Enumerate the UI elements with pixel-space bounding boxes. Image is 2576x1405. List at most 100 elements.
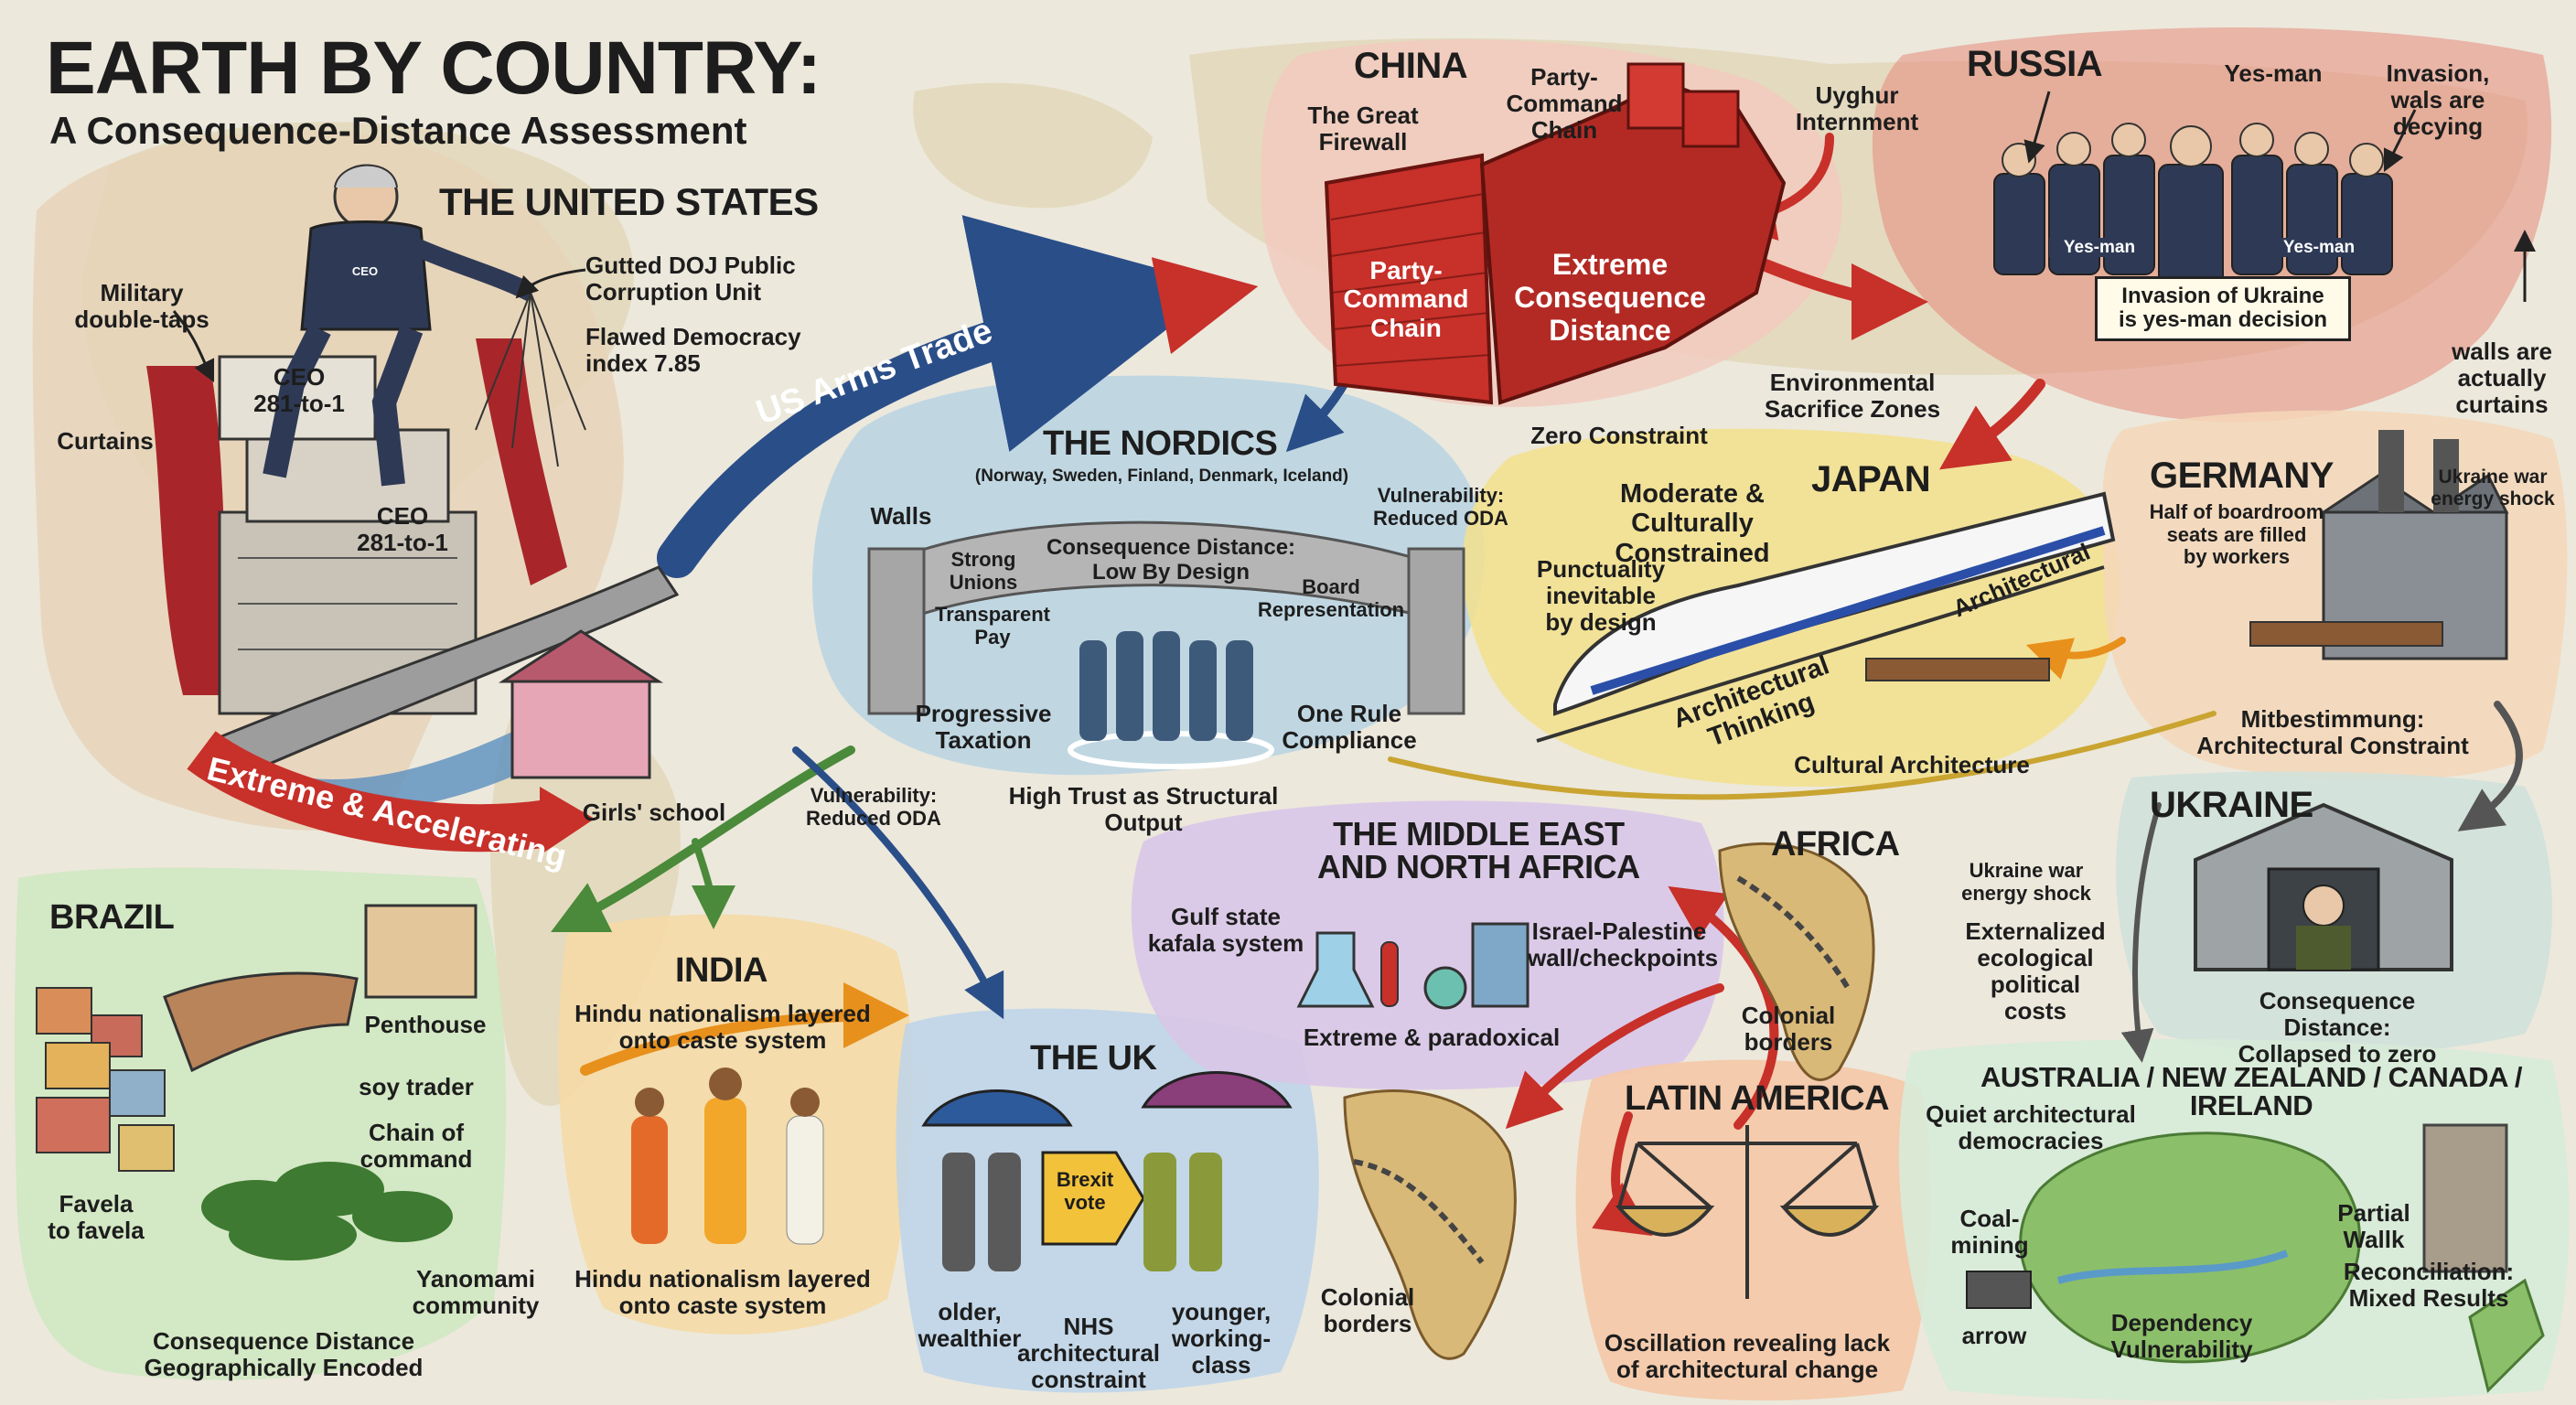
germany-label-mitbestimmung: Mitbestimmung: Architectural Constraint — [2196, 705, 2469, 760]
nordics-heading: THE NORDICS — [1043, 424, 1278, 463]
latam-scale — [1615, 1125, 1880, 1299]
ceo-badge: CEO — [351, 264, 379, 278]
nordics-label-vulnerability-1: Vulnerability: Reduced ODA — [1373, 484, 1508, 530]
mena-label-israel: Israel-Palestine wall/checkpoints — [1528, 917, 1719, 972]
russia-invasion-box: Invasion of Ukraine is yes-man decision — [2095, 276, 2351, 341]
japan-train — [1536, 491, 2116, 743]
brazil-illustration — [36, 904, 478, 1260]
page-subtitle: A Consequence-Distance Assessment — [49, 109, 747, 152]
africa-label-energy: Ukraine war energy shock — [1961, 859, 2091, 905]
ceo-legs — [263, 324, 424, 487]
africa-label-colonial-2: Colonial borders — [1320, 1283, 1415, 1338]
gray-arrow-germany-ukraine — [2457, 701, 2523, 831]
africa-shape-east — [1718, 842, 1875, 1081]
russia-heading: RUSSIA — [1967, 44, 2103, 84]
germany-factory — [2249, 430, 2509, 660]
uk-heading: THE UK — [1030, 1039, 1157, 1078]
extreme-accelerating-ribbon — [187, 730, 553, 853]
africa-label-externalized: Externalized ecological political costs — [1965, 917, 2106, 1025]
ceo-hair — [334, 164, 398, 188]
page-title: EARTH BY COUNTRY: — [46, 27, 821, 110]
china-label-uyghur: Uyghur Internment — [1795, 81, 1919, 136]
russia-label-invasion: Invasion, wals are decying — [2386, 59, 2490, 141]
africa-label-colonial-1: Colonial borders — [1741, 1002, 1836, 1056]
mena-label-kafala: Gulf state kafala system — [1147, 903, 1304, 958]
anzc-label-reconciliation: Reconciliation: Mixed Results — [2343, 1258, 2515, 1313]
japan-label-cultural: Cultural Architecture — [1794, 751, 2030, 778]
brexit-sign — [1041, 1151, 1145, 1246]
china-wall-text: Party- Command Chain — [1343, 256, 1469, 342]
anzc-label-wallk: Partial Wallk — [2337, 1199, 2410, 1254]
us-label-doj: Gutted DOJ Public Corruption Unit — [585, 252, 796, 306]
orange-line-nordics-germany — [1388, 711, 2216, 800]
ukraine-heading: UKRAINE — [2150, 785, 2313, 825]
us-tower-mid-label: CEO 281-to-1 — [357, 502, 448, 557]
brazil-label-yanomami: Yanomami community — [412, 1265, 540, 1320]
anzc-label-arrow: arrow — [1961, 1322, 2027, 1349]
china-illustration — [1324, 62, 1787, 405]
us-tower-top-label: CEO 281-to-1 — [253, 363, 345, 418]
green-arrow-nordics-brazil — [551, 745, 855, 932]
handshake — [163, 971, 359, 1073]
mena-heading: THE MIDDLE EAST AND NORTH AFRICA — [1317, 815, 1640, 885]
uk-brexit-sign-text: Brexit vote — [1056, 1168, 1114, 1214]
us-label-curtains: Curtains — [57, 427, 154, 455]
nordics-label-vulnerability-2: Vulnerability: Reduced ODA — [806, 784, 941, 830]
green-arrow-nordics-india — [691, 838, 735, 929]
great-firewall — [1324, 153, 1494, 405]
mena-illustration — [1296, 922, 1530, 1010]
page-title-block: EARTH BY COUNTRY: A Consequence-Distance… — [46, 31, 821, 150]
uk-illustration — [921, 1071, 1293, 1271]
nordics-wall — [867, 520, 1465, 769]
gray-arrow-ukraine-anz — [2120, 802, 2162, 1063]
brazil-label-penthouse: Penthouse — [364, 1011, 487, 1038]
latam-heading: LATIN AMERICA — [1625, 1079, 1890, 1118]
australia-illustration — [1966, 1123, 2545, 1393]
russia-illustration — [1993, 123, 2393, 294]
nordics-wall-board: Board Representation — [1257, 575, 1405, 621]
orange-arrow-india — [580, 982, 909, 1076]
anzc-heading: AUSTRALIA / NEW ZEALAND / CANADA / IRELA… — [1980, 1061, 2523, 1121]
japan-label-moderate: Moderate & Culturally Constrained — [1615, 479, 1770, 568]
coal-cart — [1966, 1271, 2032, 1309]
orange-arrow-germany-japan — [2025, 637, 2126, 680]
africa-shape-south — [1343, 1089, 1517, 1360]
germany-heading: GERMANY — [2150, 456, 2334, 496]
new-zealand — [2468, 1278, 2545, 1393]
pointer-arrows — [172, 91, 2536, 383]
nordics-wall-consequence: Consequence Distance: Low By Design — [1046, 535, 1296, 585]
nordics-label-taxation: Progressive Taxation — [915, 700, 1052, 755]
us-label-military: Military double-taps — [74, 279, 209, 334]
us-label-democracy: Flawed Democracy index 7.85 — [585, 323, 801, 378]
us-arms-trade-arrow — [657, 215, 1223, 578]
brazil-heading: BRAZIL — [49, 898, 175, 937]
nordics-wall-pay: Transparent Pay — [935, 603, 1050, 649]
china-heading: CHINA — [1354, 46, 1468, 86]
uk-label-older: older, wealthier — [918, 1298, 1022, 1353]
curtain-right — [476, 338, 567, 585]
india-figures — [631, 1067, 824, 1245]
russia-label-walls: walls are actually curtains — [2452, 338, 2552, 419]
nordics-label-trust: High Trust as Structural Output — [1008, 782, 1279, 837]
india-label-top: Hindu nationalism layered onto caste sys… — [574, 1000, 871, 1055]
nordics-label-walls: Walls — [870, 502, 932, 530]
girls-school-building — [510, 675, 651, 779]
us-heading: THE UNITED STATES — [439, 180, 819, 223]
nordics-wall-unions: Strong Unions — [949, 548, 1018, 594]
china-core-text: Extreme Consequence Distance — [1514, 248, 1706, 347]
bridge — [208, 565, 680, 779]
mena-region — [1131, 800, 1724, 1090]
germany-label-boardroom: Half of boardroom seats are filled by wo… — [2149, 500, 2324, 569]
africa-illustration — [1343, 842, 1875, 1360]
anzc-label-dependency: Dependency Vulnerability — [2110, 1309, 2253, 1364]
favela-houses — [36, 987, 175, 1172]
red-arrow-russia-japan — [1939, 379, 2045, 470]
india-heading: INDIA — [675, 951, 767, 990]
china-label-firewall: The Great Firewall — [1307, 102, 1419, 156]
russia-tag-yes-man-2: Yes-man — [2269, 238, 2369, 258]
china-label-environment: Environmental Sacrifice Zones — [1764, 369, 1941, 424]
mena-label-extreme: Extreme & paradoxical — [1303, 1024, 1561, 1051]
uk-label-younger: younger, working-class — [1171, 1298, 1272, 1379]
japan-heading: JAPAN — [1811, 459, 1931, 499]
